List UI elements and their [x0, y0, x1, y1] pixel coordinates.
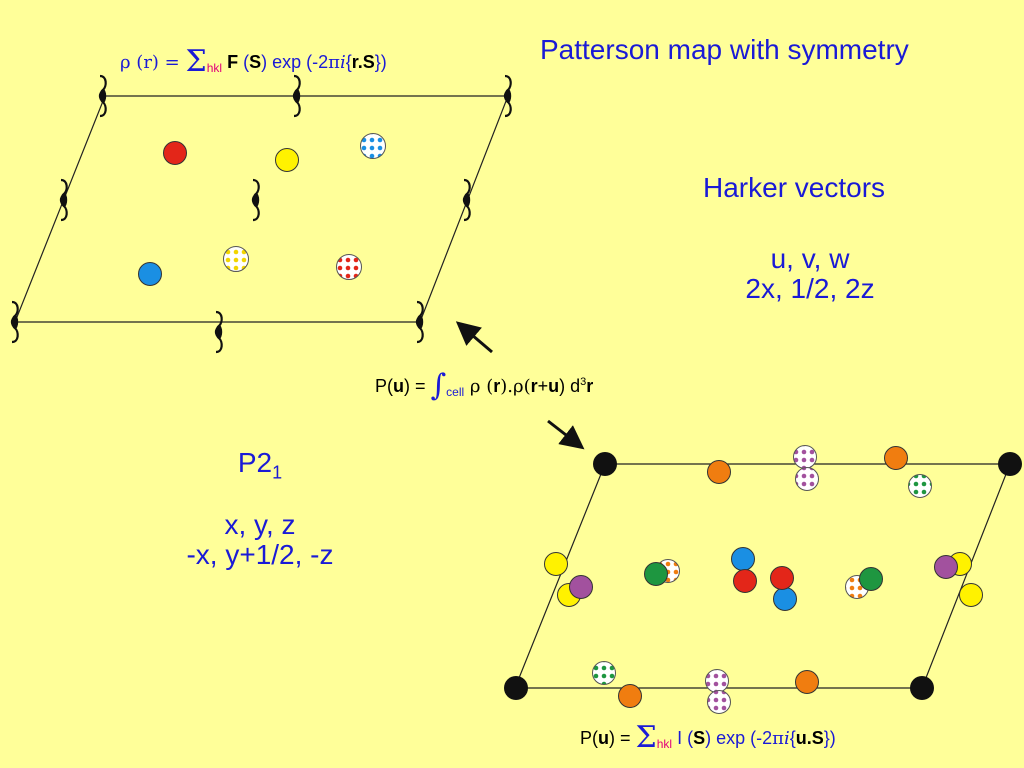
arrow-down-icon — [547, 419, 585, 450]
atom-red-symmetry-mate — [336, 254, 362, 280]
peak-green-dotted — [908, 474, 932, 498]
harker-vectors-list: u, v, w 2x, 1/2, 2z — [680, 244, 940, 304]
harker-vectors-heading: Harker vectors — [703, 172, 886, 203]
peak-purple-dotted — [795, 467, 819, 491]
screw-axis-icon — [10, 300, 20, 344]
peak-blue — [731, 547, 755, 571]
peak-purple-dotted — [705, 669, 729, 693]
peak-green — [859, 567, 883, 591]
origin-peak — [593, 452, 617, 476]
patterson-cell-outline — [514, 463, 1011, 689]
atom-yellow — [275, 148, 299, 172]
slide-title: Patterson map with symmetry — [540, 34, 909, 65]
peak-purple-dotted — [793, 445, 817, 469]
screw-axis-icon — [503, 74, 513, 118]
origin-peak — [998, 452, 1022, 476]
electron-density-formula: ρ (r) = Σhkl F (S) exp (-2πi{r.S}) — [120, 44, 387, 79]
density-cell-outline — [14, 95, 509, 323]
screw-axis-icon — [214, 310, 224, 354]
peak-purple — [569, 575, 593, 599]
screw-axis-icon — [251, 178, 261, 222]
peak-yellow — [544, 552, 568, 576]
equivalent-position-1: x, y, z — [224, 508, 296, 540]
peak-green — [644, 562, 668, 586]
screw-axis-icon — [462, 178, 472, 222]
peak-red — [770, 566, 794, 590]
density-map-cell — [10, 74, 513, 354]
space-group-symbol: P21 — [237, 447, 283, 483]
patterson-integral-formula: P(u) = ∫cell ρ (r).ρ(r+u) d3r — [375, 368, 594, 403]
peak-purple — [934, 555, 958, 579]
peak-orange — [795, 670, 819, 694]
peak-blue — [773, 587, 797, 611]
arrow-up-icon — [455, 321, 493, 354]
space-group-block: P21 x, y, z -x, y+1/2, -z — [110, 448, 410, 570]
harker-line-1: u, v, w — [770, 243, 850, 274]
atom-blue-symmetry-mate — [360, 133, 386, 159]
atom-blue — [138, 262, 162, 286]
peak-red — [733, 569, 757, 593]
equivalent-position-2: -x, y+1/2, -z — [186, 538, 334, 570]
screw-axis-icon — [415, 300, 425, 344]
origin-peak — [504, 676, 528, 700]
harker-line-2: 2x, 1/2, 2z — [745, 273, 875, 304]
patterson-map-cell — [504, 445, 1022, 714]
peak-orange — [618, 684, 642, 708]
peak-orange — [884, 446, 908, 470]
patterson-fourier-formula: P(u) = Σhkl I (S) exp (-2πi{u.S}) — [580, 720, 836, 755]
screw-axis-icon — [292, 74, 302, 118]
peak-yellow — [959, 583, 983, 607]
screw-axis-icon — [98, 74, 108, 118]
atom-red — [163, 141, 187, 165]
peak-purple-dotted — [707, 690, 731, 714]
atom-yellow-symmetry-mate — [223, 246, 249, 272]
peak-orange — [707, 460, 731, 484]
peak-green-dotted — [592, 661, 616, 685]
origin-peak — [910, 676, 934, 700]
screw-axis-icon — [59, 178, 69, 222]
